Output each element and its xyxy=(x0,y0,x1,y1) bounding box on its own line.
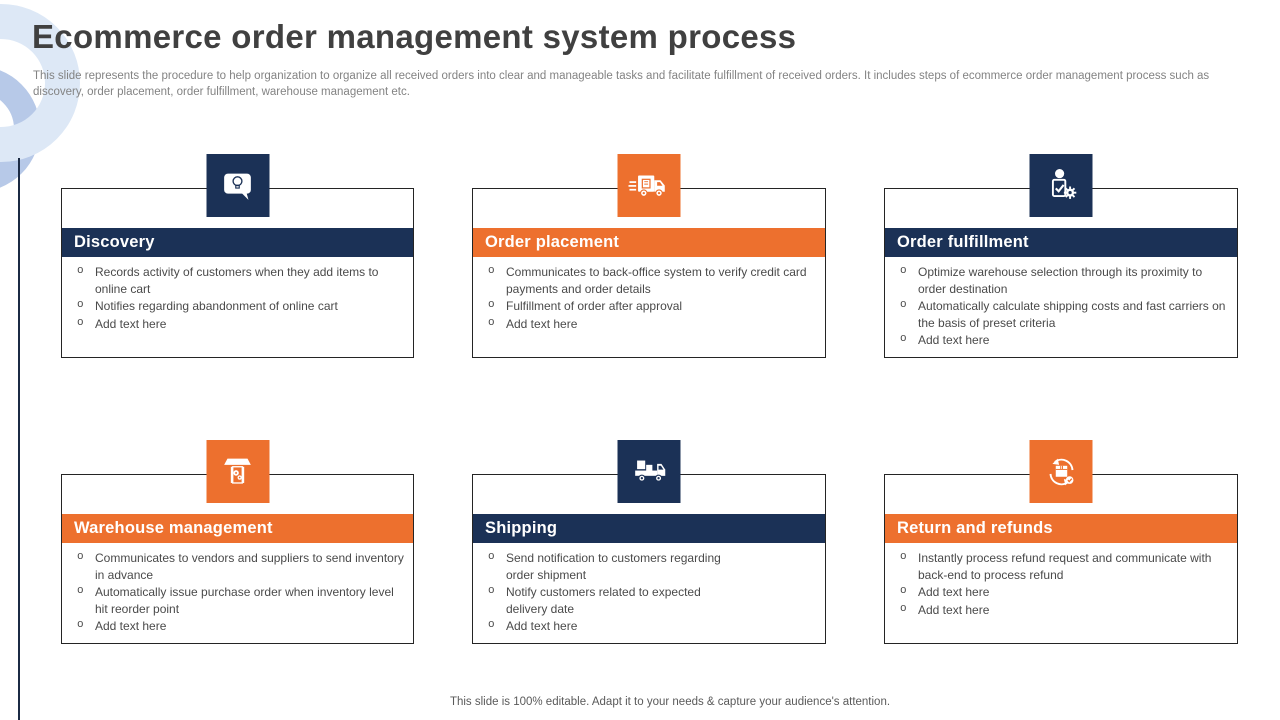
process-card-order-fulfillment: Order fulfillment Optimize warehouse sel… xyxy=(884,154,1238,358)
slide-subtitle: This slide represents the procedure to h… xyxy=(33,70,1210,99)
card-title: Order placement xyxy=(473,228,825,257)
chat-lightbulb-icon xyxy=(224,173,251,200)
card-bullets: Instantly process refund request and com… xyxy=(891,549,1233,619)
card-title: Warehouse management xyxy=(62,514,413,543)
process-card-discovery: Discovery Records activity of customers … xyxy=(61,154,414,358)
card-title: Return and refunds xyxy=(885,514,1237,543)
card-bullets: Communicates to vendors and suppliers to… xyxy=(68,549,409,636)
bullet-item: Communicates to vendors and suppliers to… xyxy=(68,549,409,583)
bullet-item: Communicates to back-office system to ve… xyxy=(479,263,821,297)
page-title: Ecommerce order management system proces… xyxy=(32,18,797,55)
process-card-order-placement: Order placement Communicates to back-off… xyxy=(472,154,826,358)
cargo-truck-boxes-icon xyxy=(634,460,665,482)
process-card-shipping: Shipping Send notification to customers … xyxy=(472,440,826,644)
card-bullets: Optimize warehouse selection through its… xyxy=(891,263,1233,350)
person-checklist-gear-icon xyxy=(1051,168,1076,199)
card-title: Shipping xyxy=(473,514,825,543)
bullet-item-placeholder[interactable]: Add text here xyxy=(68,617,409,635)
bullet-item: Notifies regarding abandonment of online… xyxy=(68,297,409,315)
bullet-item: Automatically calculate shipping costs a… xyxy=(891,297,1233,331)
bullet-item-placeholder[interactable]: Add text here xyxy=(68,315,409,333)
shipping-icon-box xyxy=(617,440,681,503)
card-title: Order fulfillment xyxy=(885,228,1237,257)
card-bullets: Send notification to customers regarding… xyxy=(479,549,821,636)
card-order-fulfillment: Order fulfillment Optimize warehouse sel… xyxy=(884,188,1238,358)
bullet-item-placeholder[interactable]: Add text here xyxy=(479,315,821,333)
bullet-item: Send notification to customers regarding… xyxy=(479,549,744,583)
order-fulfillment-icon-box xyxy=(1029,154,1093,217)
bullet-item-placeholder[interactable]: Add text here xyxy=(891,601,1233,619)
bullet-item: Optimize warehouse selection through its… xyxy=(891,263,1233,297)
bullet-item: Automatically issue purchase order when … xyxy=(68,583,409,617)
bullet-item-placeholder[interactable]: Add text here xyxy=(479,617,744,635)
card-order-placement: Order placement Communicates to back-off… xyxy=(472,188,826,358)
card-title: Discovery xyxy=(62,228,413,257)
return-box-arrows-icon xyxy=(1049,458,1073,485)
return-refunds-icon-box xyxy=(1029,440,1093,503)
warehouse-management-icon-box xyxy=(206,440,269,503)
decor-vertical-line xyxy=(18,158,20,720)
process-card-return-refunds: Return and refunds Instantly process ref… xyxy=(884,440,1238,644)
card-shipping: Shipping Send notification to customers … xyxy=(472,474,826,644)
discovery-icon-box xyxy=(206,154,269,217)
order-placement-icon-box xyxy=(617,154,681,217)
bullet-item: Notify customers related to expected del… xyxy=(479,583,744,617)
bullet-item-placeholder[interactable]: Add text here xyxy=(891,583,1233,601)
bullet-item: Fulfillment of order after approval xyxy=(479,297,821,315)
delivery-truck-icon xyxy=(628,175,665,197)
card-discovery: Discovery Records activity of customers … xyxy=(61,188,414,358)
warehouse-gears-icon xyxy=(224,458,251,484)
bullet-item-placeholder[interactable]: Add text here xyxy=(891,331,1233,349)
card-bullets: Records activity of customers when they … xyxy=(68,263,409,333)
process-card-warehouse-management: Warehouse management Communicates to ven… xyxy=(61,440,414,644)
card-bullets: Communicates to back-office system to ve… xyxy=(479,263,821,333)
bullet-item: Records activity of customers when they … xyxy=(68,263,409,297)
slide-footer-note: This slide is 100% editable. Adapt it to… xyxy=(449,696,891,708)
bullet-item: Instantly process refund request and com… xyxy=(891,549,1233,583)
